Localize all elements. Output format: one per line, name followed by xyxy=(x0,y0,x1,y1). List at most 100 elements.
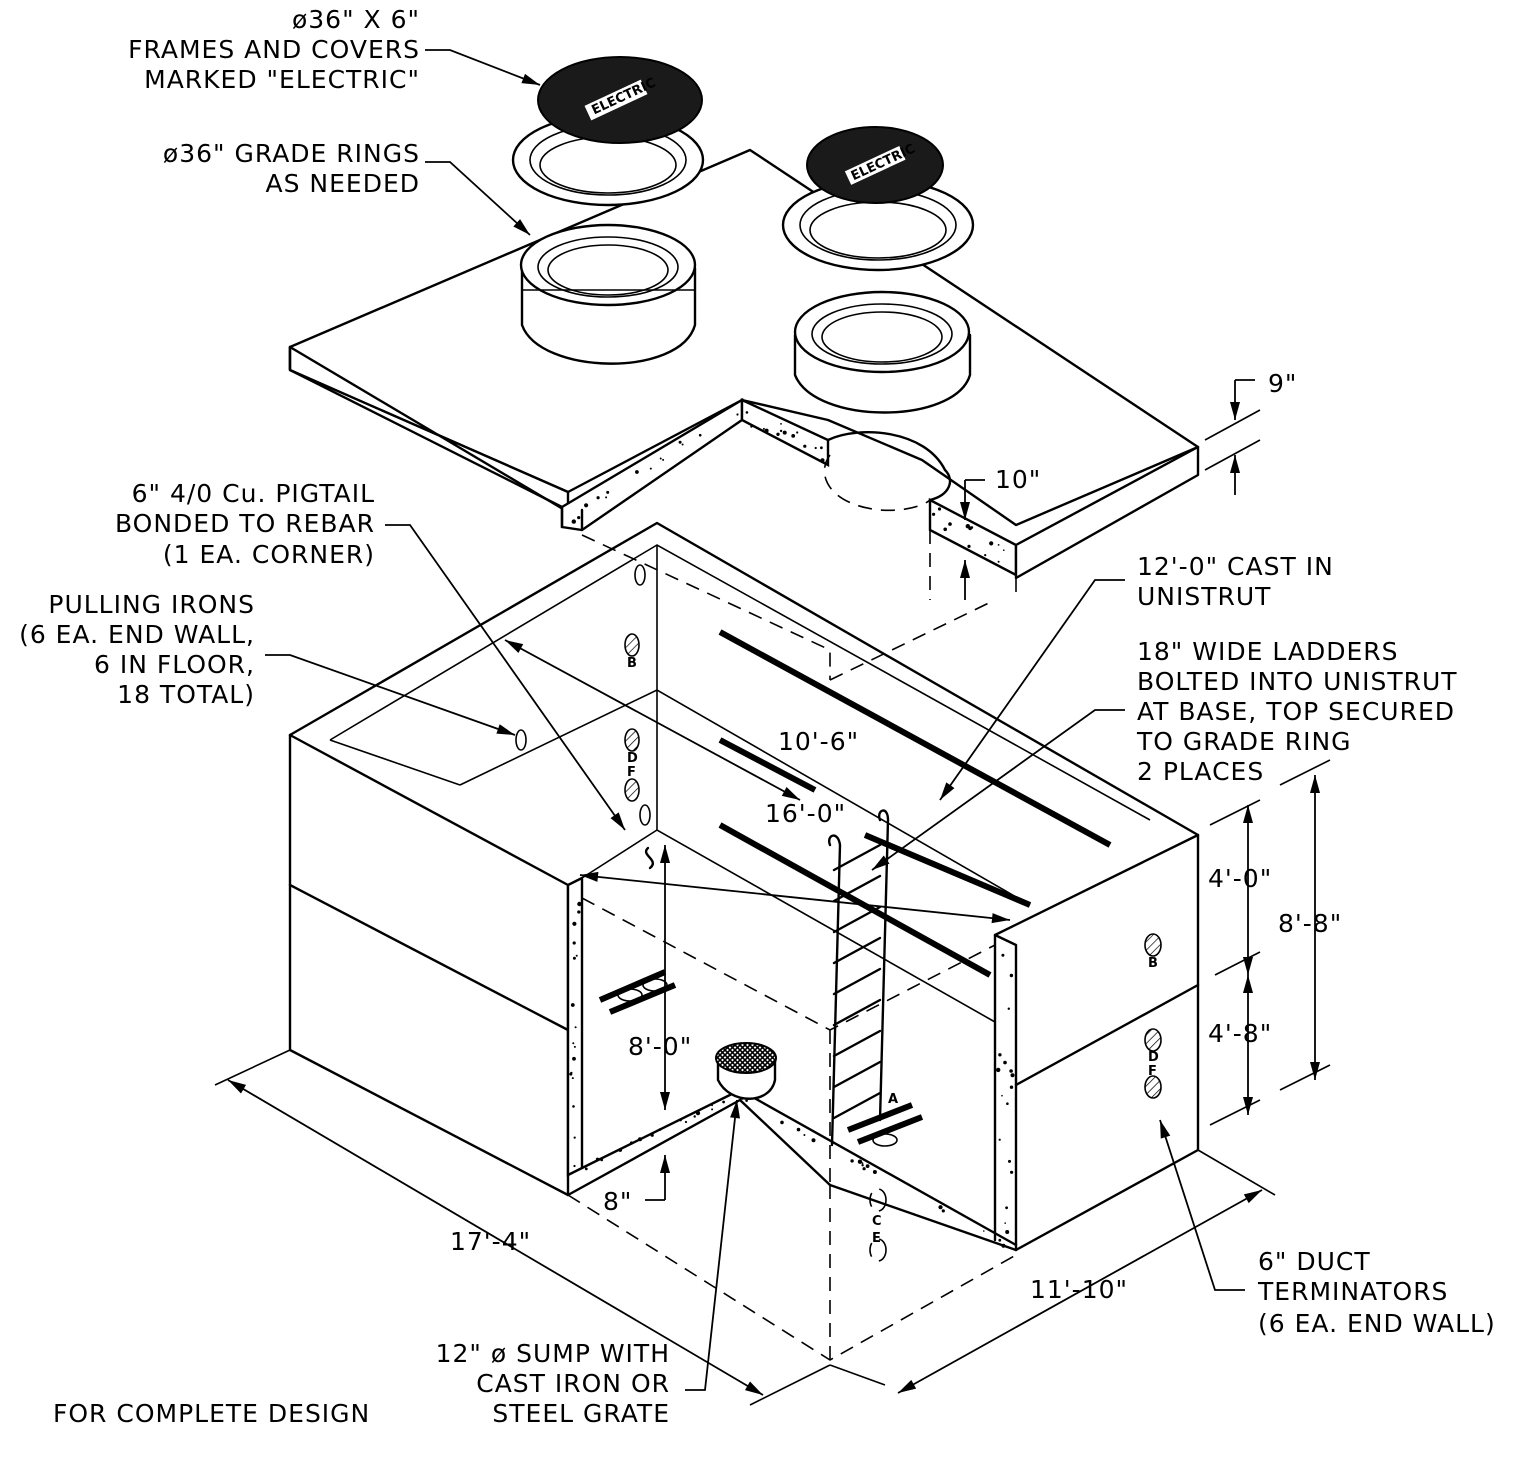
dim-upper-height: 4'-0" xyxy=(1208,864,1272,893)
concrete-speck xyxy=(820,446,823,450)
ladders-line4: TO GRADE RING xyxy=(1136,727,1352,756)
concrete-speck xyxy=(943,527,947,532)
tag-b-right: B xyxy=(1148,956,1158,971)
concrete-speck xyxy=(698,433,702,437)
concrete-speck xyxy=(850,1159,854,1163)
concrete-speck xyxy=(803,1134,806,1136)
dim-total-height: 8'-8" xyxy=(1278,909,1342,938)
tag-f-left: F xyxy=(627,765,636,780)
concrete-speck xyxy=(941,1209,945,1213)
grade-rings-line1: ø36" GRADE RINGS xyxy=(163,139,420,168)
dim-inner-width: 10'-6" xyxy=(778,727,859,756)
frames-covers-line3: MARKED "ELECTRIC" xyxy=(144,65,420,94)
concrete-speck xyxy=(584,503,589,508)
pulling-irons-line4: 18 TOTAL) xyxy=(117,680,255,709)
pulling-irons xyxy=(515,564,898,1147)
concrete-speck xyxy=(967,544,971,549)
concrete-speck xyxy=(584,1167,588,1171)
duct-line1: 6" DUCT xyxy=(1258,1247,1371,1276)
dim-outer-width: 11'-10" xyxy=(1030,1275,1128,1304)
concrete-speck xyxy=(635,470,639,474)
concrete-speck xyxy=(711,1104,713,1107)
right-cover: ELECTRIC xyxy=(806,126,944,204)
concrete-speck xyxy=(865,1164,870,1168)
arrowhead xyxy=(513,219,530,235)
dim-floor-thickness: 8" xyxy=(603,1187,632,1216)
concrete-speck xyxy=(861,1164,864,1167)
concrete-speck xyxy=(629,1141,634,1145)
arrowhead xyxy=(1243,957,1253,975)
concrete-speck xyxy=(1010,1073,1015,1078)
concrete-speck xyxy=(1007,1007,1010,1010)
concrete-speck xyxy=(1001,1094,1003,1097)
concrete-speck xyxy=(762,427,765,430)
arrowhead xyxy=(781,787,800,800)
concrete-speck xyxy=(577,901,582,907)
concrete-speck xyxy=(578,911,581,914)
ladders-line5: 2 PLACES xyxy=(1137,757,1264,786)
unistrut-line2: UNISTRUT xyxy=(1137,582,1271,611)
concrete-speck xyxy=(1010,1170,1014,1174)
dim-lower-height: 4'-8" xyxy=(1208,1019,1272,1048)
arrowhead xyxy=(744,1381,763,1395)
sump-line1: 12" ø SUMP WITH xyxy=(436,1339,670,1368)
vault-box xyxy=(288,521,1200,1361)
arrowhead xyxy=(898,1379,917,1393)
concrete-speck xyxy=(693,1115,696,1118)
arrowheads xyxy=(228,73,1320,1395)
concrete-speck xyxy=(571,1077,574,1080)
concrete-speck xyxy=(577,516,581,520)
tag-f-right: F xyxy=(1148,1064,1157,1079)
concrete-speck xyxy=(605,1155,607,1157)
arrowhead xyxy=(1230,455,1240,473)
concrete-speck xyxy=(1009,1069,1013,1073)
arrowhead xyxy=(660,845,670,863)
duct-line3: (6 EA. END WALL) xyxy=(1258,1309,1496,1338)
arrowhead xyxy=(991,913,1010,924)
arrowhead xyxy=(960,502,970,520)
concrete-speck xyxy=(678,440,682,444)
arrowhead xyxy=(660,1155,670,1173)
tag-a: A xyxy=(888,1092,898,1107)
tag-b-left: B xyxy=(627,656,637,671)
concrete-speck xyxy=(932,512,936,516)
concrete-speck xyxy=(1006,1102,1009,1105)
concrete-speck xyxy=(776,432,780,436)
concrete-speck xyxy=(695,1111,701,1116)
arrowhead xyxy=(1243,1097,1253,1115)
concrete-speck xyxy=(1003,1060,1007,1065)
arrowhead xyxy=(1243,805,1253,823)
concrete-speck xyxy=(659,457,662,460)
dim-opening-depth: 10" xyxy=(995,465,1041,494)
arrowhead xyxy=(1243,1190,1262,1204)
ladders-line3: AT BASE, TOP SECURED xyxy=(1137,697,1455,726)
concrete-speck xyxy=(780,1120,784,1125)
right-grade-ring xyxy=(793,290,972,414)
concrete-speck xyxy=(780,423,782,425)
concrete-speck xyxy=(681,443,684,446)
concrete-speck xyxy=(736,413,739,416)
concrete-speck xyxy=(996,1067,1001,1073)
sump-line3: STEEL GRATE xyxy=(492,1399,670,1428)
footer-note: FOR COMPLETE DESIGN xyxy=(53,1399,370,1428)
concrete-speck xyxy=(1003,549,1005,551)
tag-c: C xyxy=(872,1214,882,1229)
concrete-speck xyxy=(572,921,577,926)
dim-inner-height: 8'-0" xyxy=(628,1032,692,1061)
pulling-irons-line3: 6 IN FLOOR, xyxy=(94,650,255,679)
ladders-line2: BOLTED INTO UNISTRUT xyxy=(1137,667,1458,696)
concrete-speck xyxy=(1004,1222,1006,1224)
pulling-irons-line1: PULLING IRONS xyxy=(48,590,255,619)
dim-inner-length: 16'-0" xyxy=(765,799,846,828)
concrete-speck xyxy=(684,1120,688,1124)
concrete-speck xyxy=(796,431,799,434)
concrete-speck xyxy=(572,1056,576,1061)
arrowhead xyxy=(496,724,515,735)
concrete-speck xyxy=(811,1138,816,1143)
concrete-speck xyxy=(572,956,576,960)
concrete-speck xyxy=(791,434,796,438)
concrete-speck xyxy=(984,554,987,557)
concrete-speck xyxy=(989,541,994,546)
top-slab xyxy=(288,148,1200,580)
